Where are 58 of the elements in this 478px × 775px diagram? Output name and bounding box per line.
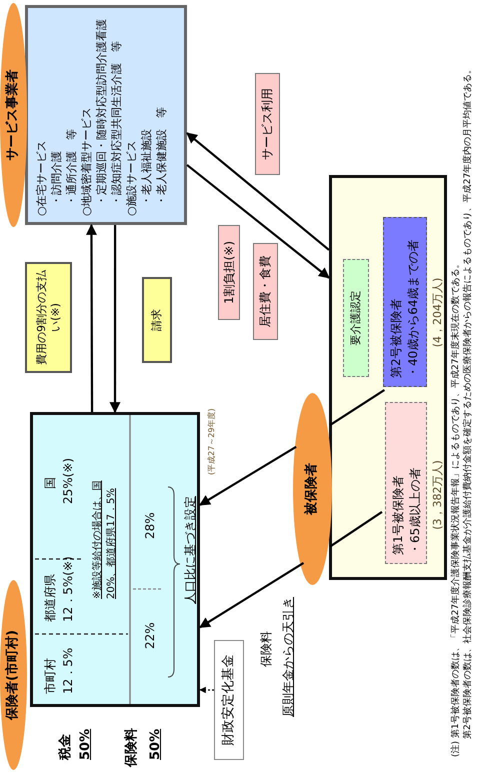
text-label: 50% (148, 728, 163, 760)
insured-panel (329, 175, 447, 580)
arrow (186, 132, 330, 251)
entity-oval: 保険者(市町村) (0, 580, 27, 770)
table-text: 12．5%(※) (61, 556, 75, 622)
service-list-panel (25, 5, 187, 225)
table-text: 市町村 (43, 658, 57, 694)
entity-oval: サービス事業者 (0, 3, 27, 227)
text-label: (平成27～29年度) (207, 407, 217, 475)
connector-line (329, 511, 383, 548)
footnote-text: ※施設等給付の場合は、国20%、都道府県17．5% (91, 480, 118, 599)
text-label: 税金 (58, 733, 73, 760)
flow-label-box: サービス利用 (255, 73, 280, 175)
fund-box: 財政安定化基金 (214, 640, 244, 760)
table-text: 22% (143, 622, 157, 649)
footnote-text: (注) 第1号被保険者の数は、「平成27年度介護保険事業状況報告年報」によるものであり、平成27年度末現在の数である。 (451, 258, 462, 757)
flow-label-box: 1割負担(※) (218, 225, 240, 320)
table-text: 28% (143, 512, 157, 539)
text-label: 50% (78, 728, 93, 760)
connector-line (329, 389, 385, 426)
service-item: ・認知症対応型共同生活介護 等 (109, 41, 124, 208)
insured-group-box (385, 402, 427, 564)
service-item: ・定期巡回・随時対応型訪問介護看護 (94, 19, 109, 208)
service-item: ○施設サービス (124, 140, 139, 216)
population-label: (4，204万人) (430, 276, 444, 350)
service-item: ・通所介護 等 (64, 129, 79, 208)
flow-label-box: 居住費・食費 (253, 243, 278, 340)
text-label: 保険料 (124, 727, 139, 767)
note-box: 費用の9割分の支払い(※) (25, 262, 72, 373)
arrow (199, 446, 297, 506)
group-title: 第2号被保険者 (388, 298, 404, 378)
group-detail: ・40歳から64歳までの者 (405, 239, 421, 378)
service-item: ○在宅サービス (34, 140, 49, 216)
arrow (86, 224, 97, 412)
table-text: 都道府県 (43, 574, 57, 622)
funding-table (30, 412, 200, 707)
footnote-text: 第2号被保険者の数は、社会保険診療報酬支払基金が介護給付費納付金額を確定するための医療保険者からの報告によるものであり、平成27年度内の月平均値である。 (463, 64, 474, 739)
table-text: 12．5% (61, 648, 75, 694)
note-box: 請求 (142, 277, 172, 363)
text-label: 原則年金からの天引き (281, 596, 295, 717)
arrow (186, 164, 330, 279)
entity-oval: 被保険者 (293, 393, 332, 585)
table-text: 国 (43, 477, 57, 489)
insured-group-box (383, 217, 427, 387)
text-label: 保険料 (259, 630, 273, 667)
service-item: ・老人福祉施設 (139, 129, 154, 208)
service-item: ・訪問介護 (49, 151, 64, 208)
table-text: 25%(※) (61, 458, 75, 504)
service-item: ○地域密着型サービス (79, 107, 94, 216)
table-text: 人口比に基づき設定 (183, 496, 197, 604)
group-detail: ・65歳以上の者 (407, 468, 423, 555)
service-item: ・老人保健施設 等 (154, 107, 169, 208)
arrow (199, 686, 214, 694)
group-title: 第1号被保険者 (390, 475, 406, 555)
certification-box: 要介護認定 (343, 259, 369, 377)
arrow (110, 225, 120, 414)
population-label: (3，382万人) (430, 459, 444, 532)
arrow (199, 562, 304, 628)
